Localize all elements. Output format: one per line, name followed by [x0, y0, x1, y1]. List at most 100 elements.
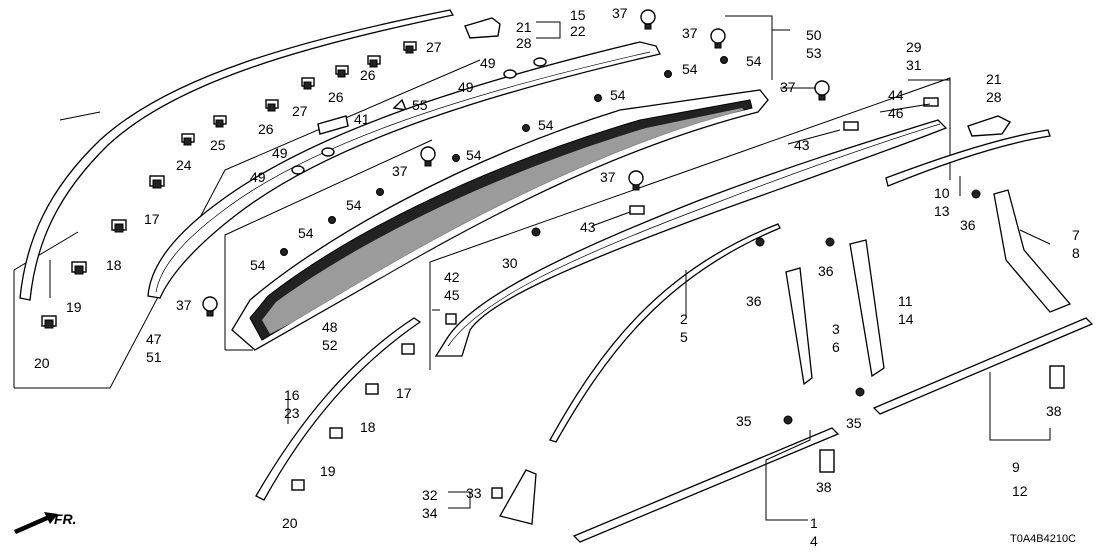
callout-48-52: 48 52	[322, 319, 338, 353]
mirror-corner-garnish	[499, 469, 537, 525]
fastener-icon	[420, 146, 436, 167]
callout-number: 20	[282, 515, 298, 531]
callout-number: 49	[480, 55, 496, 71]
callout-number: 26	[360, 67, 376, 83]
callout-number: 17	[144, 211, 160, 227]
callout-number: 43	[580, 219, 596, 235]
callout-1-4: 1 4	[810, 515, 818, 549]
front-label: FR.	[54, 511, 77, 527]
callout-54: 54	[682, 61, 698, 77]
door-molding-1	[572, 427, 840, 543]
callout-47-51: 47 51	[146, 331, 162, 365]
callout-number: 22	[570, 23, 586, 39]
bracket-icon	[317, 115, 349, 135]
callout-43: 43	[794, 137, 810, 153]
callout-35: 35	[846, 415, 862, 431]
callout-number: 28	[986, 89, 1002, 105]
clip-icon	[403, 41, 417, 54]
callout-37: 37	[780, 79, 796, 95]
callout-number: 23	[284, 405, 300, 421]
callout-number: 11	[898, 293, 913, 309]
callout-number: 26	[328, 89, 344, 105]
callout-number: 7	[1072, 227, 1080, 243]
callout-41: 41	[354, 111, 370, 127]
clip-icon	[111, 219, 127, 233]
callout-number: 32	[422, 487, 438, 503]
callout-number: 54	[610, 87, 626, 103]
callout-10-13: 10 13	[934, 185, 950, 219]
group-frame-50	[725, 15, 773, 80]
callout-3-6: 3 6	[832, 321, 840, 355]
callout-number: 42	[444, 269, 460, 285]
callout-36: 36	[746, 293, 762, 309]
leader-lines	[49, 21, 1051, 521]
clip-icon	[71, 261, 87, 275]
callout-37: 37	[600, 169, 616, 185]
callout-26: 26	[360, 67, 376, 83]
callout-number: 15	[570, 7, 586, 23]
callout-38: 38	[816, 479, 832, 495]
callout-number: 5	[680, 329, 688, 345]
callout-number: 8	[1072, 245, 1080, 261]
callout-number: 18	[106, 257, 122, 273]
callout-number: 19	[66, 299, 82, 315]
clip-icon	[181, 133, 195, 146]
callout-number: 48	[322, 319, 338, 335]
callout-54: 54	[298, 225, 314, 241]
callout-number: 9	[1012, 459, 1020, 475]
callout-number: 46	[888, 105, 904, 121]
callout-number: 54	[250, 257, 266, 273]
clip-icon	[367, 55, 381, 68]
callout-number: 17	[396, 385, 412, 401]
callout-number: 54	[298, 225, 314, 241]
callout-54: 54	[746, 53, 762, 69]
callout-number: 19	[320, 463, 336, 479]
clip-icon	[41, 315, 57, 329]
clip-icon	[149, 175, 165, 189]
callout-9-12: 9 12	[1012, 459, 1028, 499]
callout-26: 26	[328, 89, 344, 105]
callout-2-5: 2 5	[680, 311, 688, 345]
callout-number: 30	[502, 255, 518, 271]
callout-number: 53	[806, 45, 822, 61]
callout-number: 37	[600, 169, 616, 185]
callout-18: 18	[106, 257, 122, 273]
callout-27: 27	[292, 103, 308, 119]
callout-16-23: 16 23	[284, 387, 300, 421]
callout-number: 27	[426, 39, 442, 55]
clip-icon	[265, 99, 279, 112]
callout-27: 27	[426, 39, 442, 55]
callout-49: 49	[480, 55, 496, 71]
callout-number: 49	[250, 169, 266, 185]
callout-number: 14	[898, 311, 914, 327]
callout-number: 54	[682, 61, 698, 77]
callout-number: 45	[444, 287, 460, 303]
roof-rail-assembly	[434, 119, 948, 357]
callout-35: 35	[736, 413, 752, 429]
callout-number: 54	[538, 117, 554, 133]
callout-number: 34	[422, 505, 438, 521]
pillar-garnish-7	[993, 189, 1072, 313]
callout-number: 13	[934, 203, 950, 219]
grommet-icon	[291, 57, 547, 175]
callout-49: 49	[250, 169, 266, 185]
pillar-garnish-11	[849, 239, 885, 378]
callout-number: 37	[176, 297, 192, 313]
callout-49: 49	[458, 79, 474, 95]
callout-number: 35	[846, 415, 862, 431]
callout-number: 21	[516, 19, 532, 35]
clip-icon	[301, 77, 315, 90]
door-molding-9	[872, 317, 1094, 415]
roof-molding-left	[19, 9, 455, 301]
roof-rail-inner-line	[155, 51, 651, 293]
fastener-icon	[640, 9, 656, 30]
callout-number: 29	[906, 39, 922, 55]
roof-rail-top-line	[447, 123, 941, 347]
callout-55: 55	[412, 97, 428, 113]
callout-number: 51	[146, 349, 162, 365]
callout-49: 49	[272, 145, 288, 161]
fastener-icon	[710, 28, 726, 49]
callout-number: 31	[906, 57, 922, 73]
diagram-code: T0A4B4210C	[1010, 533, 1076, 545]
